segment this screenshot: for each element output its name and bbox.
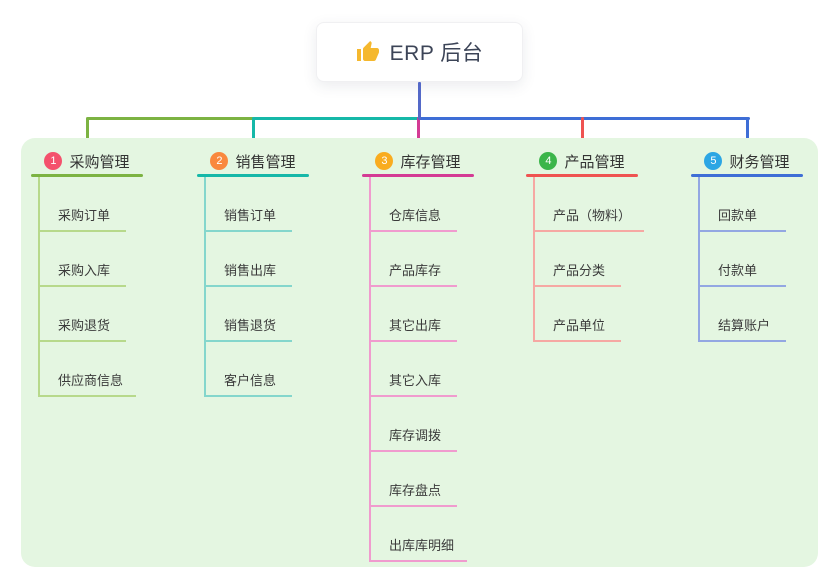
- child-node[interactable]: 采购入库: [40, 232, 126, 287]
- branch-label: 产品管理: [564, 153, 625, 171]
- branch-finance: 5 财务管理 回款单 付款单 结算账户: [691, 148, 803, 342]
- child-label: 付款单: [718, 263, 758, 278]
- branch-label: 销售管理: [235, 153, 296, 171]
- child-node[interactable]: 其它出库: [371, 287, 457, 342]
- branch-number-badge: 2: [210, 152, 229, 170]
- child-label: 其它出库: [389, 318, 442, 333]
- branch-procurement: 1 采购管理 采购订单 采购入库 采购退货 供应商信息: [31, 148, 143, 397]
- child-label: 库存盘点: [389, 483, 442, 498]
- child-label: 结算账户: [718, 318, 771, 333]
- connector-bus-branch2: [253, 117, 419, 120]
- connector-bus-branch5: [418, 117, 750, 120]
- child-node[interactable]: 销售订单: [206, 177, 292, 232]
- child-node[interactable]: 结算账户: [700, 287, 786, 342]
- child-node[interactable]: 客户信息: [206, 342, 292, 397]
- child-node[interactable]: 产品分类: [535, 232, 621, 287]
- root-node[interactable]: ERP 后台: [316, 22, 523, 82]
- child-label: 采购入库: [58, 263, 111, 278]
- child-node[interactable]: 出库库明细: [371, 507, 468, 562]
- branch-label: 采购管理: [69, 153, 130, 171]
- root-node-label: ERP 后台: [389, 42, 484, 65]
- branch-underline: [362, 174, 474, 177]
- child-node[interactable]: 采购订单: [40, 177, 126, 232]
- child-node[interactable]: 付款单: [700, 232, 786, 287]
- child-label: 销售出库: [224, 263, 277, 278]
- child-label: 供应商信息: [58, 373, 124, 388]
- child-node[interactable]: 产品单位: [535, 287, 621, 342]
- child-label: 产品库存: [389, 263, 442, 278]
- branch-node-inventory[interactable]: 3 库存管理: [362, 148, 474, 174]
- child-node[interactable]: 产品库存: [371, 232, 457, 287]
- branch-inventory: 3 库存管理 仓库信息 产品库存 其它出库 其它入库 库存调拨 库存盘点 出库库…: [362, 148, 474, 562]
- branch-sales: 2 销售管理 销售订单 销售出库 销售退货 客户信息: [197, 148, 309, 397]
- child-label: 销售退货: [224, 318, 277, 333]
- thumbs-up-icon: [356, 41, 379, 61]
- connector-drop-branch2: [252, 117, 255, 151]
- child-label: 回款单: [718, 208, 758, 223]
- child-node[interactable]: 仓库信息: [371, 177, 457, 232]
- branch-children: 销售订单 销售出库 销售退货 客户信息: [204, 177, 292, 397]
- child-label: 销售订单: [224, 208, 277, 223]
- connector-bus-branch1: [87, 117, 254, 120]
- child-label: 仓库信息: [389, 208, 442, 223]
- branch-label: 财务管理: [729, 153, 790, 171]
- mindmap-panel: [21, 138, 818, 567]
- branch-number-badge: 5: [704, 152, 723, 170]
- branch-node-product[interactable]: 4 产品管理: [526, 148, 638, 174]
- branch-label: 库存管理: [400, 153, 461, 171]
- child-label: 出库库明细: [389, 538, 455, 553]
- child-label: 产品分类: [553, 263, 606, 278]
- child-label: 产品单位: [553, 318, 606, 333]
- branch-underline: [526, 174, 638, 177]
- child-node[interactable]: 供应商信息: [40, 342, 137, 397]
- connector-drop-branch5: [746, 117, 749, 151]
- branch-node-procurement[interactable]: 1 采购管理: [31, 148, 143, 174]
- child-node[interactable]: 库存调拨: [371, 397, 457, 452]
- child-label: 库存调拨: [389, 428, 442, 443]
- branch-underline: [691, 174, 803, 177]
- branch-node-finance[interactable]: 5 财务管理: [691, 148, 803, 174]
- child-label: 其它入库: [389, 373, 442, 388]
- branch-children: 仓库信息 产品库存 其它出库 其它入库 库存调拨 库存盘点 出库库明细: [369, 177, 468, 562]
- branch-number-badge: 3: [375, 152, 394, 170]
- child-node[interactable]: 回款单: [700, 177, 786, 232]
- child-label: 客户信息: [224, 373, 277, 388]
- branch-number-badge: 4: [539, 152, 558, 170]
- child-node[interactable]: 采购退货: [40, 287, 126, 342]
- branch-node-sales[interactable]: 2 销售管理: [197, 148, 309, 174]
- child-label: 产品（物料）: [553, 208, 632, 223]
- branch-underline: [197, 174, 309, 177]
- child-label: 采购订单: [58, 208, 111, 223]
- connector-root-vertical-overlay: [418, 82, 421, 120]
- branch-children: 采购订单 采购入库 采购退货 供应商信息: [38, 177, 137, 397]
- connector-drop-branch1: [86, 117, 89, 151]
- child-label: 采购退货: [58, 318, 111, 333]
- child-node[interactable]: 库存盘点: [371, 452, 457, 507]
- child-node[interactable]: 其它入库: [371, 342, 457, 397]
- branch-children: 产品（物料） 产品分类 产品单位: [533, 177, 645, 342]
- branch-underline: [31, 174, 143, 177]
- child-node[interactable]: 产品（物料）: [535, 177, 645, 232]
- branch-number-badge: 1: [44, 152, 63, 170]
- branch-product: 4 产品管理 产品（物料） 产品分类 产品单位: [526, 148, 645, 342]
- branch-children: 回款单 付款单 结算账户: [698, 177, 786, 342]
- child-node[interactable]: 销售出库: [206, 232, 292, 287]
- connector-drop-branch3: [417, 117, 420, 151]
- connector-drop-branch4: [581, 117, 584, 151]
- child-node[interactable]: 销售退货: [206, 287, 292, 342]
